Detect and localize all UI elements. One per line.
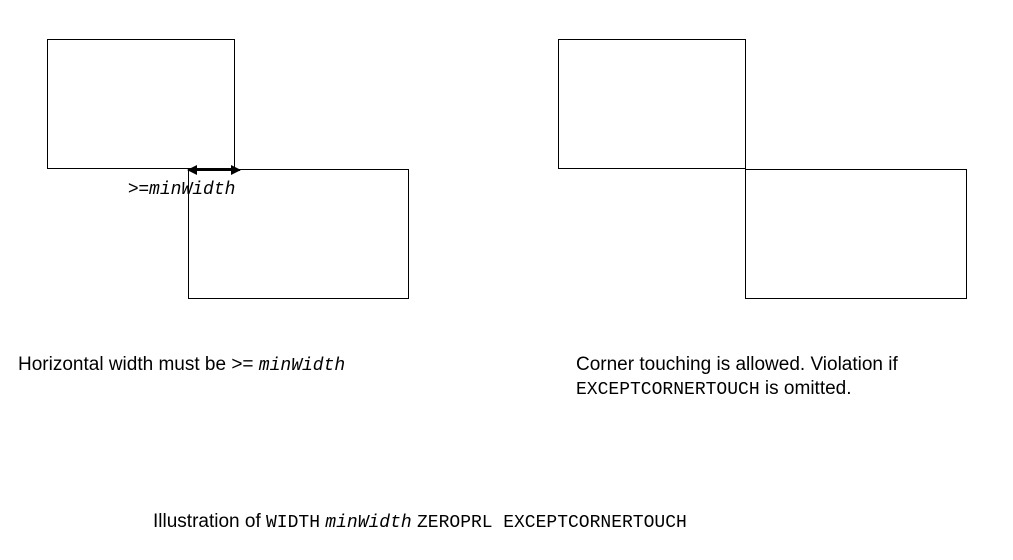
figure-caption-exceptcornertouch: EXCEPTCORNERTOUCH — [503, 513, 687, 533]
figure-caption-param: minWidth — [325, 513, 412, 533]
left-upper-rectangle — [47, 39, 235, 169]
right-caption: Corner touching is allowed. Violation if… — [576, 353, 898, 402]
left-caption-param: minWidth — [258, 356, 346, 376]
figure-caption: Illustration of WIDTH minWidth ZEROPRL E… — [153, 510, 687, 535]
right-caption-line2: EXCEPTCORNERTOUCH is omitted. — [576, 377, 898, 402]
figure-caption-prefix: Illustration of — [153, 511, 266, 532]
figure-caption-width: WIDTH — [266, 513, 321, 533]
right-caption-line1: Corner touching is allowed. Violation if — [576, 354, 898, 375]
left-caption: Horizontal width must be >= minWidth — [18, 353, 345, 378]
right-caption-rest: is omitted. — [759, 378, 852, 399]
right-upper-rectangle — [558, 39, 746, 169]
left-caption-text: Horizontal width must be >= — [18, 354, 259, 375]
left-lower-rectangle — [188, 169, 409, 299]
figure-caption-zeroprl: ZEROPRL — [417, 513, 493, 533]
right-caption-keyword: EXCEPTCORNERTOUCH — [576, 380, 760, 400]
arrow-label: >=minWidth — [128, 178, 235, 200]
right-lower-rectangle — [745, 169, 967, 299]
